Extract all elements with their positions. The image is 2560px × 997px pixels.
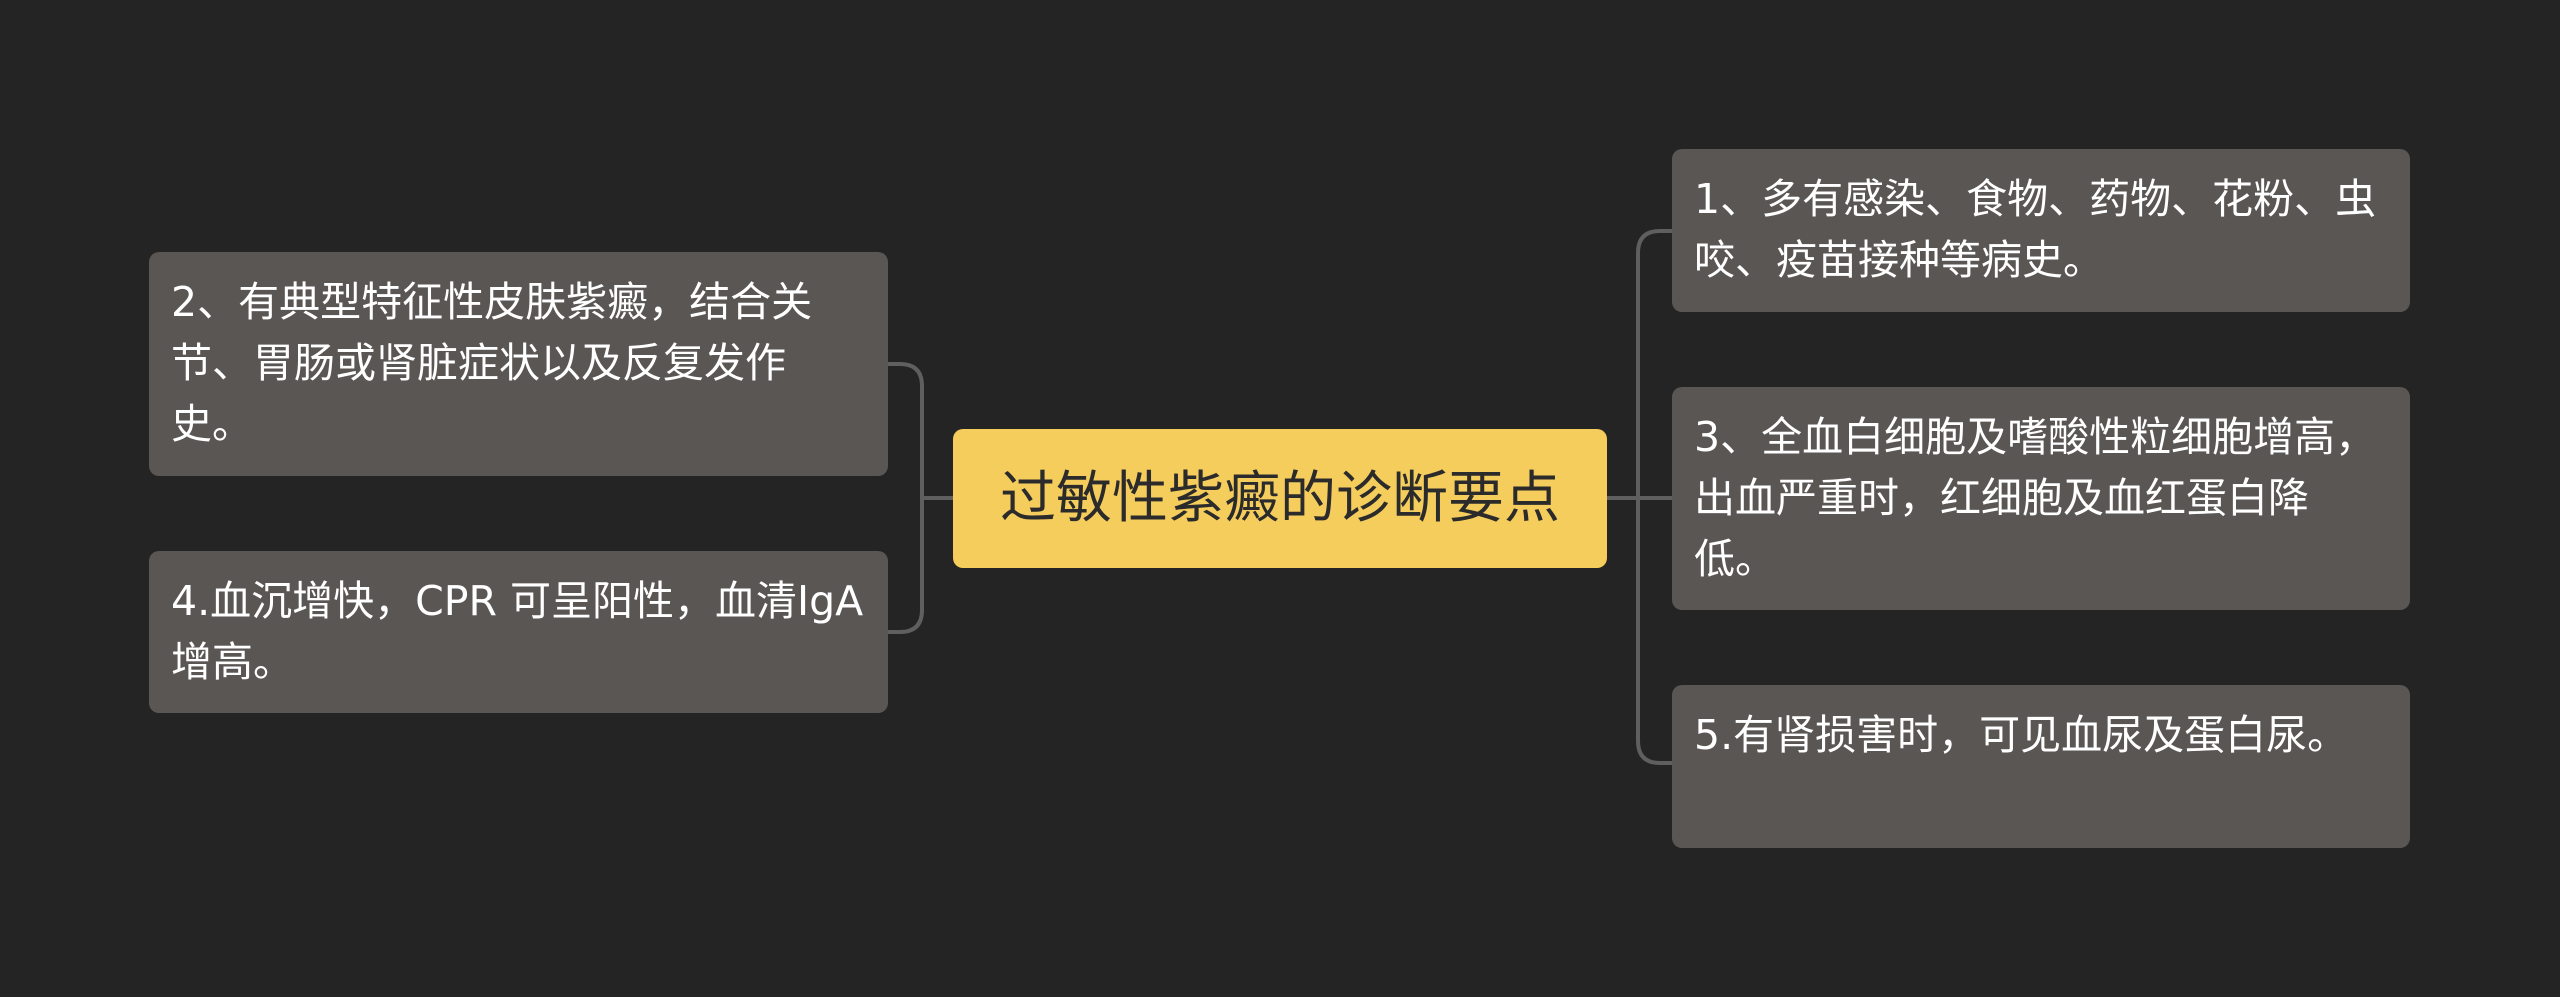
right-node-3[interactable]: 3、全血白细胞及嗜酸性粒细胞增高，出血严重时，红细胞及血红蛋白降低。 (1672, 387, 2410, 610)
left-node-2[interactable]: 4.血沉增快，CPR 可呈阳性，血清IgA 增高。 (149, 551, 888, 713)
left-node-2-label: 4.血沉增快，CPR 可呈阳性，血清IgA 增高。 (171, 577, 864, 686)
left-node-1[interactable]: 2、有典型特征性皮肤紫癜，结合关节、胃肠或肾脏症状以及反复发作史。 (149, 252, 888, 476)
right-node-3-label: 3、全血白细胞及嗜酸性粒细胞增高，出血严重时，红细胞及血红蛋白降低。 (1694, 413, 2377, 583)
connector-left-node-2 (886, 496, 924, 634)
right-node-1-label: 1、多有感染、食物、药物、花粉、虫咬、疫苗接种等病史。 (1694, 175, 2377, 284)
connector-right-node-1 (1636, 229, 1674, 500)
right-node-5[interactable]: 5.有肾损害时，可见血尿及蛋白尿。 (1672, 685, 2410, 848)
connector-left-node-1 (886, 362, 924, 500)
right-node-5-label: 5.有肾损害时，可见血尿及蛋白尿。 (1694, 711, 2349, 759)
root-node-label: 过敏性紫癜的诊断要点 (1000, 466, 1560, 531)
left-node-1-label: 2、有典型特征性皮肤紫癜，结合关节、胃肠或肾脏症状以及反复发作史。 (171, 278, 813, 448)
right-node-1[interactable]: 1、多有感染、食物、药物、花粉、虫咬、疫苗接种等病史。 (1672, 149, 2410, 312)
connector-right-node-5 (1636, 496, 1674, 765)
root-node[interactable]: 过敏性紫癜的诊断要点 (953, 429, 1607, 568)
